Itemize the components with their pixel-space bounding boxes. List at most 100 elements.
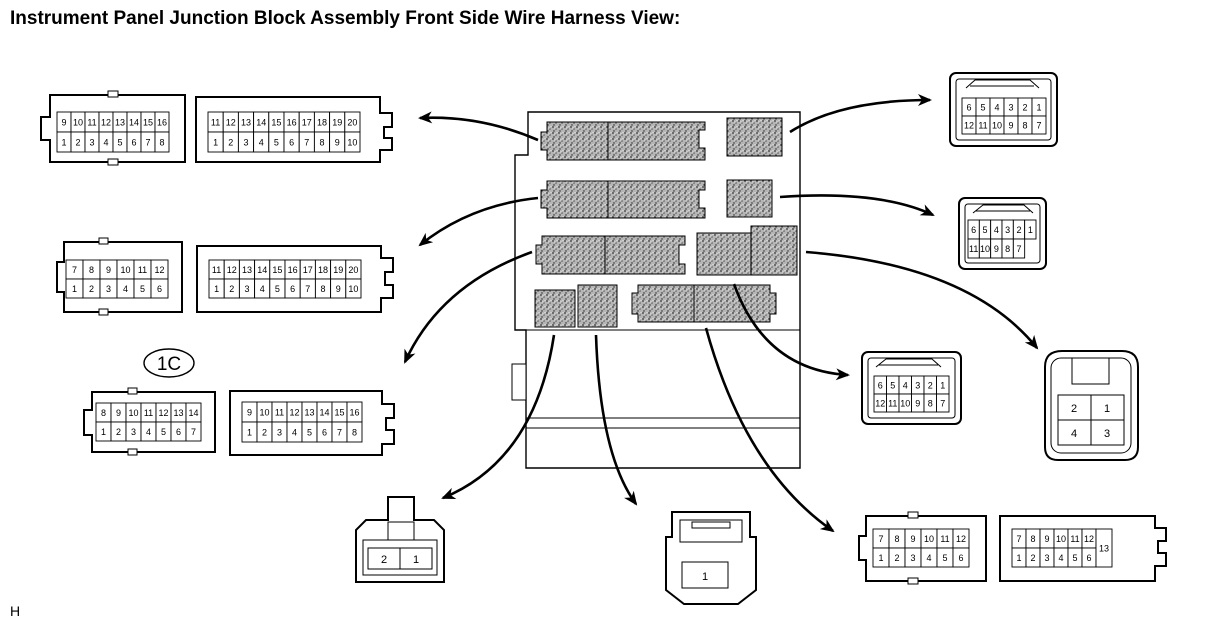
pin-number: 6 — [157, 284, 162, 294]
pin-number: 9 — [106, 265, 111, 275]
pin-number: 8 — [894, 534, 899, 544]
pin-number: 9 — [994, 244, 999, 254]
pin-number: 5 — [982, 225, 987, 235]
pin-number: 12 — [226, 118, 236, 128]
pin-number: 9 — [61, 118, 66, 128]
pin-number: 12 — [227, 265, 237, 275]
pin-cell — [1031, 115, 1047, 135]
pin-number: 11 — [888, 399, 897, 409]
pin-number: 3 — [243, 138, 248, 148]
arrow-to-left-top — [418, 111, 539, 142]
pin-number: 5 — [161, 427, 166, 437]
pin-number: 18 — [318, 265, 328, 275]
arrow-to-left-low — [403, 250, 533, 364]
pin-number: 9 — [336, 284, 341, 294]
pin-number: 15 — [271, 118, 281, 128]
pin-number: 4 — [103, 138, 108, 148]
pin-number: 1 — [247, 428, 252, 438]
pin-number: 6 — [131, 138, 136, 148]
pin-number: 2 — [1022, 103, 1027, 113]
pin-number: 1 — [1028, 225, 1033, 235]
pin-number: 12 — [289, 408, 299, 418]
pin-number: 4 — [994, 103, 999, 113]
pin-number: 1 — [101, 427, 106, 437]
pin-number: 1 — [213, 138, 218, 148]
pin-number: 6 — [1086, 553, 1091, 563]
pin-number: 14 — [257, 265, 267, 275]
pin-number: 16 — [157, 118, 167, 128]
pin-number: 8 — [928, 399, 933, 409]
pin-number: 8 — [101, 408, 106, 418]
pin-number: 9 — [1044, 534, 1049, 544]
pin-number: 8 — [159, 138, 164, 148]
pin-number: 1 — [1104, 403, 1110, 415]
pin-number: 8 — [1022, 121, 1027, 131]
connector-details — [98, 78, 1132, 589]
pin-number: 1 — [1036, 103, 1041, 113]
pin-number: 3 — [106, 284, 111, 294]
pin-number: 10 — [73, 118, 83, 128]
callout-1c: 1C — [143, 348, 195, 378]
pin-number: 2 — [1016, 225, 1021, 235]
pin-number: 6 — [971, 225, 976, 235]
pin-number: 20 — [348, 265, 358, 275]
pin-number: 5 — [274, 138, 279, 148]
pin-number: 2 — [928, 381, 933, 391]
pin-number: 4 — [146, 427, 151, 437]
pin-number: 7 — [337, 428, 342, 438]
pin-number: 13 — [115, 118, 125, 128]
arrow-to-right-mid — [779, 194, 935, 217]
pin-number: 19 — [333, 265, 343, 275]
pin-number: 10 — [347, 138, 357, 148]
socket-row-4 — [534, 284, 777, 328]
pin-number: 9 — [910, 534, 915, 544]
pin-grid-bottom-one: 1 — [702, 571, 708, 583]
pin-number: 12 — [1084, 534, 1094, 544]
pin-number: 8 — [1030, 534, 1035, 544]
pin-cell — [345, 278, 362, 299]
pin-number: 5 — [942, 553, 947, 563]
pin-number: 1 — [702, 571, 708, 583]
pin-number: 4 — [1071, 428, 1077, 440]
pin-cell — [185, 421, 202, 442]
pin-number: 15 — [143, 118, 153, 128]
pin-number: 11 — [940, 534, 949, 544]
pin-number: 4 — [903, 381, 908, 391]
arrow-to-bottom-right — [704, 327, 835, 533]
pin-number: 14 — [188, 408, 198, 418]
pin-number: 19 — [332, 118, 342, 128]
pin-number: 3 — [277, 428, 282, 438]
pin-number: 18 — [317, 118, 327, 128]
pin-number: 7 — [72, 265, 77, 275]
pin-number: 5 — [980, 103, 985, 113]
pin-number: 10 — [348, 284, 358, 294]
pin-number: 7 — [304, 138, 309, 148]
pin-number: 12 — [875, 399, 885, 409]
pin-number: 4 — [994, 225, 999, 235]
harness-arrows — [403, 94, 1039, 533]
pin-number: 4 — [259, 138, 264, 148]
pin-number: 16 — [287, 118, 297, 128]
pin-number: 8 — [320, 284, 325, 294]
pin-number: 12 — [154, 265, 164, 275]
pin-number: 13 — [304, 408, 314, 418]
pin-cell — [344, 131, 361, 153]
pin-number: 3 — [1044, 553, 1049, 563]
pin-cell — [150, 278, 169, 299]
socket-row-3 — [535, 225, 798, 276]
page-title: Instrument Panel Junction Block Assembly… — [10, 8, 681, 29]
pin-number: 6 — [958, 553, 963, 563]
pin-number: 10 — [924, 534, 934, 544]
pin-number: 4 — [1058, 553, 1063, 563]
pin-number: 5 — [890, 381, 895, 391]
pin-number: 13 — [241, 118, 251, 128]
pin-number: 2 — [1071, 403, 1077, 415]
